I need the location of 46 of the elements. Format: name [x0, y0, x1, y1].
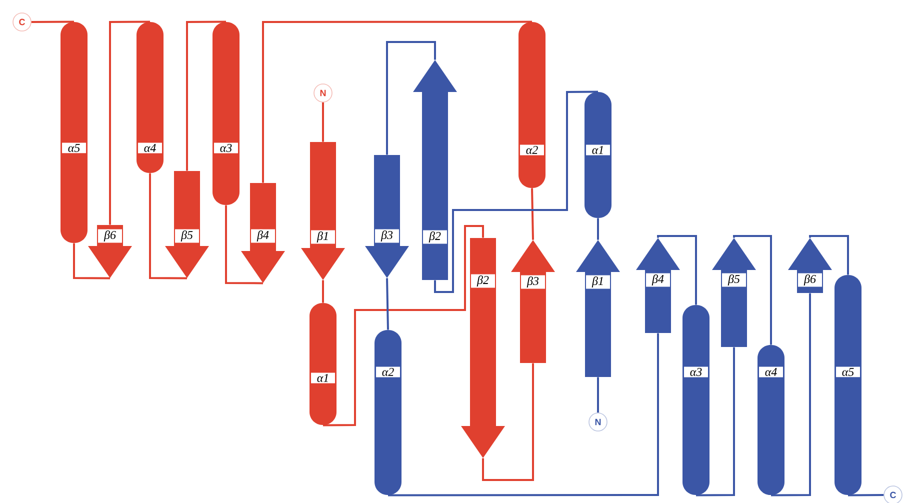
- beta-strand: β5: [712, 238, 756, 347]
- loop-line: [31, 20, 74, 23]
- beta-strand: β4: [241, 183, 285, 283]
- loop-line: [186, 20, 226, 171]
- beta-strand: β2: [413, 60, 457, 280]
- loop-line: [531, 188, 534, 240]
- beta-strand: β1: [576, 240, 620, 377]
- loop-line: [323, 225, 484, 426]
- alpha-helix: α5: [834, 275, 862, 495]
- beta-strand: β3: [365, 155, 409, 278]
- beta-strand: β5: [165, 171, 209, 278]
- loop-line: [733, 235, 772, 345]
- beta-strand: β6: [88, 225, 132, 278]
- beta-strand: β2: [461, 238, 505, 458]
- loop-line: [225, 205, 264, 284]
- alpha-helix: α1: [310, 303, 336, 425]
- loop-line: [388, 333, 659, 496]
- alpha-helix: α2: [518, 22, 546, 188]
- loop-line: [386, 41, 436, 155]
- loop-line: [262, 20, 532, 183]
- loop-line: [597, 218, 599, 240]
- beta-strand: β6: [788, 238, 832, 293]
- loop-line: [322, 102, 324, 142]
- loop-line: [848, 494, 884, 496]
- loop-line: [696, 347, 735, 496]
- loop-line: [809, 235, 849, 275]
- loop-line: [322, 280, 324, 303]
- alpha-helix: α1: [584, 92, 612, 218]
- beta-strand: β4: [636, 238, 680, 333]
- loop-line: [482, 363, 534, 481]
- loop-line: [771, 293, 811, 496]
- beta-strand: β1: [301, 142, 345, 280]
- alpha-helix: α4: [136, 22, 164, 173]
- loop-line: [434, 90, 598, 293]
- loop-line: [386, 278, 389, 330]
- loop-line: [109, 20, 150, 225]
- loop-line: [657, 235, 697, 305]
- beta-strand: β3: [511, 240, 555, 363]
- alpha-helix: α2: [374, 330, 402, 495]
- alpha-helix: α5: [60, 22, 88, 243]
- loop-line: [149, 173, 188, 280]
- alpha-helix: α3: [212, 22, 240, 205]
- alpha-helix: α3: [682, 305, 710, 495]
- loop-line: [597, 377, 599, 413]
- loop-line: [73, 243, 110, 280]
- alpha-helix: α4: [758, 345, 784, 495]
